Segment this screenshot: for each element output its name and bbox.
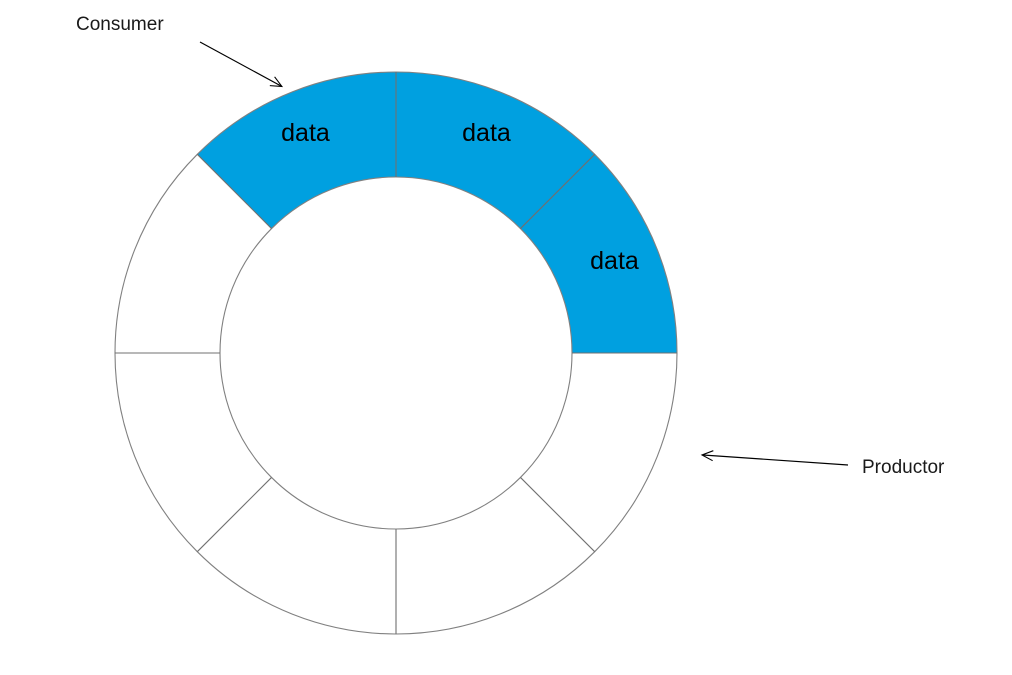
ring-segment-filled <box>520 154 677 353</box>
ring-segment-filled <box>396 72 595 229</box>
ring-segment-empty <box>520 353 677 552</box>
ring-segment-divider <box>196 153 272 229</box>
consumer-arrow-icon <box>199 41 284 88</box>
ring-segments-group <box>115 72 677 634</box>
productor-label: Productor <box>862 457 945 478</box>
ring-segment-empty <box>115 154 272 353</box>
ring-segment-empty <box>115 353 272 552</box>
ring-divider-group <box>115 72 677 634</box>
consumer-label: Consumer <box>76 14 164 35</box>
ring-segment-divider <box>520 477 596 553</box>
ring-inner-circle <box>219 176 573 530</box>
ring-segment-label: data <box>462 119 511 147</box>
ring-segment-empty <box>197 477 396 634</box>
ring-segment-divider <box>196 477 272 553</box>
ring-segment-filled <box>197 72 396 229</box>
ring-segment-label: data <box>590 247 639 275</box>
annotation-consumer: Consumer <box>76 14 284 88</box>
ring-segment-label: data <box>281 119 330 147</box>
ring-segment-divider <box>520 153 596 229</box>
annotation-productor: Productor <box>700 450 945 478</box>
ring-label-group: data data data <box>281 119 639 275</box>
ring-segment-empty <box>396 477 595 634</box>
productor-arrow-icon <box>700 450 849 466</box>
